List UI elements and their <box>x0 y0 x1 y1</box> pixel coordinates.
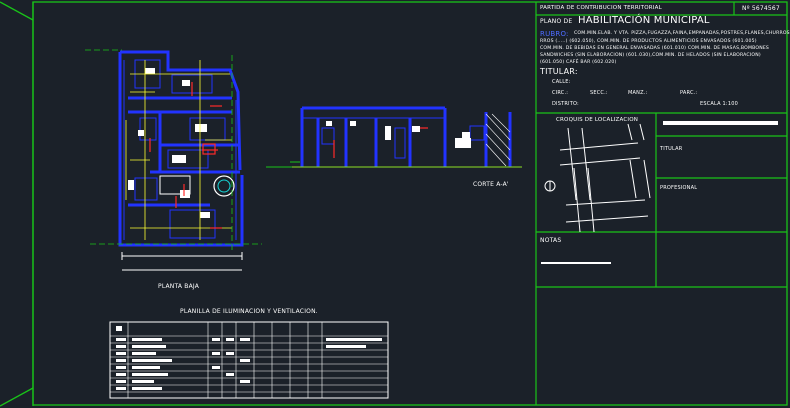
notas-label: NOTAS <box>540 237 562 244</box>
lighting-table <box>109 321 389 399</box>
distrito-label: DISTRITO: <box>552 101 579 107</box>
location-sketch <box>544 123 651 233</box>
manz-label: MANZ.: <box>628 90 648 96</box>
parc-label: PARC.: <box>680 90 698 96</box>
floor-plan <box>85 49 262 271</box>
plan-number: Nº 5674567 <box>742 5 780 12</box>
rubro-line-4: SANDWICHES (SIN ELABORACION) (601.030),C… <box>540 53 761 58</box>
rubro-label: RUBRO: <box>540 30 569 38</box>
circ-label: CIRC.: <box>552 90 569 96</box>
croquis-label: CROQUIS DE LOCALIZACION <box>556 117 639 123</box>
planta-baja-label: PLANTA BAJA <box>158 283 200 290</box>
calle-label: CALLE: <box>552 79 571 85</box>
titular-label: TITULAR: <box>540 67 578 76</box>
title-block-grid <box>535 2 787 405</box>
profesional-label: PROFESIONAL <box>660 185 698 191</box>
plano-de-value: HABILITACIÓN MUNICIPAL <box>578 15 710 26</box>
corte-label: CORTE A-A' <box>473 181 509 188</box>
plano-de-label: PLANO DE <box>540 18 573 25</box>
rubro-line-3: COM.MIN. DE BEBIDAS EN GENERAL ENVASADAS… <box>540 46 770 51</box>
secc-label: SECC.: <box>590 90 608 96</box>
section-drawing <box>266 106 522 168</box>
escala-label: ESCALA 1:100 <box>700 101 738 107</box>
rubro-line-1: COM.MIN.ELAB. Y VTA. PIZZA,FUGAZZA,FAINA… <box>574 31 790 36</box>
header-partida: PARTIDA DE CONTRIBUCION TERRITORIAL <box>540 5 662 11</box>
rubro-line-5: (601.050) CAFÉ BAR (602.020) <box>540 60 617 65</box>
planilla-title: PLANILLA DE ILUMINACION Y VENTILACION. <box>180 308 318 315</box>
titular2-label: TITULAR <box>660 146 683 152</box>
rubro-line-2: RROS (.....) (602.050), COM.MIN. DE PROD… <box>540 39 757 44</box>
